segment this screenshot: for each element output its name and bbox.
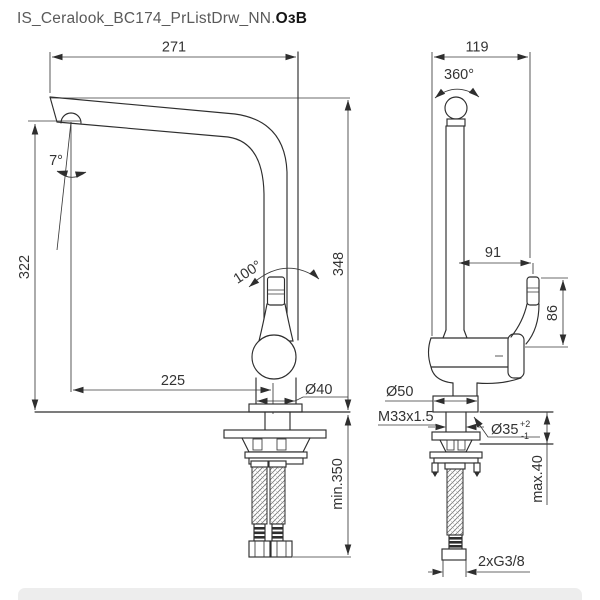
hose-nut (248, 540, 271, 558)
dim-shank-thread: M33x1.5 (378, 409, 434, 425)
side-view-dimensions: 271 322 7° 100° 225 Ø40 348 (17, 40, 352, 555)
drawing-title-code: ОзВ (275, 10, 308, 27)
dim-spout-swivel: 360° (444, 67, 474, 83)
ball-joint (251, 334, 297, 380)
side-view-faucet-outline (49, 51, 303, 413)
dim-reach: 271 (162, 40, 186, 56)
front-view-faucet-outline (427, 96, 540, 413)
dim-hole-diameter: Ø35 (491, 422, 518, 438)
hose-nut-front (441, 548, 467, 561)
supply-hose-front (446, 468, 464, 536)
lever-tip-front (526, 276, 540, 306)
dim-depth: 119 (465, 40, 488, 56)
cartridge-cap (507, 333, 525, 379)
dim-hole-tol-plus: +2 (520, 419, 530, 429)
dim-handle-offset: 91 (485, 245, 501, 261)
front-view-dimensions: 119 360° 91 86 Ø50 M33x1.5 Ø35 (378, 40, 567, 577)
lever-cone (258, 303, 294, 342)
bottom-scrollbar[interactable] (18, 588, 582, 600)
drawing-title: IS_Ceralook_BC174_PrListDrw_NN.ОзВ (17, 10, 307, 28)
side-view-mounting (223, 411, 327, 558)
aerator-front (446, 118, 466, 127)
hose-nut (270, 540, 293, 558)
dim-base-diameter: Ø40 (305, 382, 332, 398)
dim-hose-thread: 2xG3/8 (478, 554, 525, 570)
dim-hose-min: min.350 (330, 458, 346, 510)
dim-spout-tilt: 7° (49, 153, 63, 169)
dim-deck-thickness-max: max.40 (530, 455, 546, 503)
dim-body-diameter: Ø50 (386, 384, 413, 400)
side-view: 271 322 7° 100° 225 Ø40 348 (17, 40, 352, 558)
dim-handle-swing: 100° (231, 258, 265, 288)
spout-front (444, 96, 468, 120)
dim-handle-height: 86 (545, 305, 561, 321)
supply-hose (269, 466, 286, 525)
dim-height-total: 348 (331, 252, 347, 276)
lever-tip (266, 276, 286, 306)
deck-lines (479, 411, 554, 445)
aerator-tip (60, 112, 82, 124)
dim-spout-to-axis: 225 (161, 373, 185, 389)
base-flange (248, 403, 303, 413)
dim-height-to-spout: 322 (17, 255, 33, 279)
front-view-mounting (429, 411, 483, 561)
base-flange-front (432, 395, 479, 413)
lever-arm (510, 303, 540, 345)
dim-hole-tol-minus: -1 (521, 431, 529, 441)
supply-hose (251, 466, 268, 525)
drawing-title-prefix: IS_Ceralook_BC174_PrListDrw_NN. (17, 10, 276, 27)
front-view: 119 360° 91 86 Ø50 M33x1.5 Ø35 (378, 40, 568, 577)
